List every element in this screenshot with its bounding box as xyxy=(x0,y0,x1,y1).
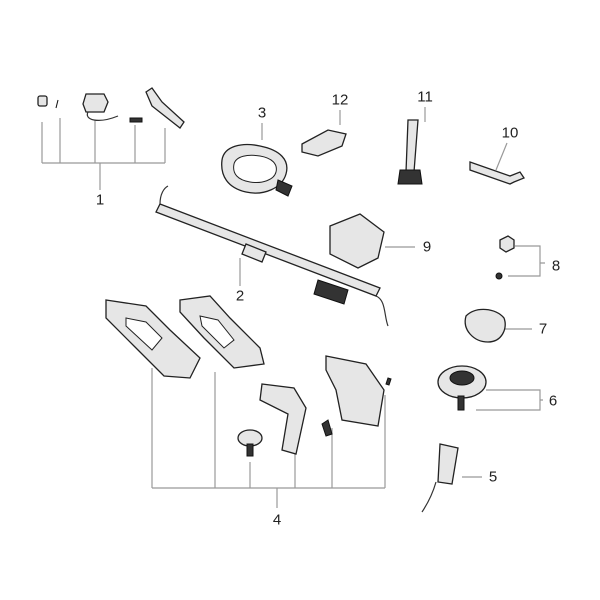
part-4-housing-set xyxy=(105,295,392,457)
callout-5: 5 xyxy=(488,468,498,486)
callout-10: 10 xyxy=(501,124,519,142)
part-8-nut-screw xyxy=(495,235,515,280)
part-11-bracket xyxy=(397,119,423,185)
callout-1: 1 xyxy=(95,191,105,209)
callout-2: 2 xyxy=(235,287,245,305)
part-5-motor xyxy=(421,443,459,513)
part-3-guard-frame xyxy=(221,143,293,197)
callout-11: 11 xyxy=(417,88,433,106)
part-9-housing xyxy=(329,213,385,269)
callout-7: 7 xyxy=(538,320,548,338)
leader-lines xyxy=(41,107,545,508)
callout-6: 6 xyxy=(548,392,558,410)
part-12-clip xyxy=(301,129,347,157)
part-7-cap xyxy=(464,308,506,343)
callout-9: 9 xyxy=(422,238,432,256)
part-2-shaft xyxy=(155,185,389,327)
part-6-spool xyxy=(437,365,487,411)
callout-12: 12 xyxy=(331,91,349,109)
callout-8: 8 xyxy=(551,257,561,275)
part-10-wrench xyxy=(469,161,525,185)
part-1-kit xyxy=(37,87,185,129)
callout-3: 3 xyxy=(257,104,267,122)
callout-4: 4 xyxy=(272,511,282,529)
